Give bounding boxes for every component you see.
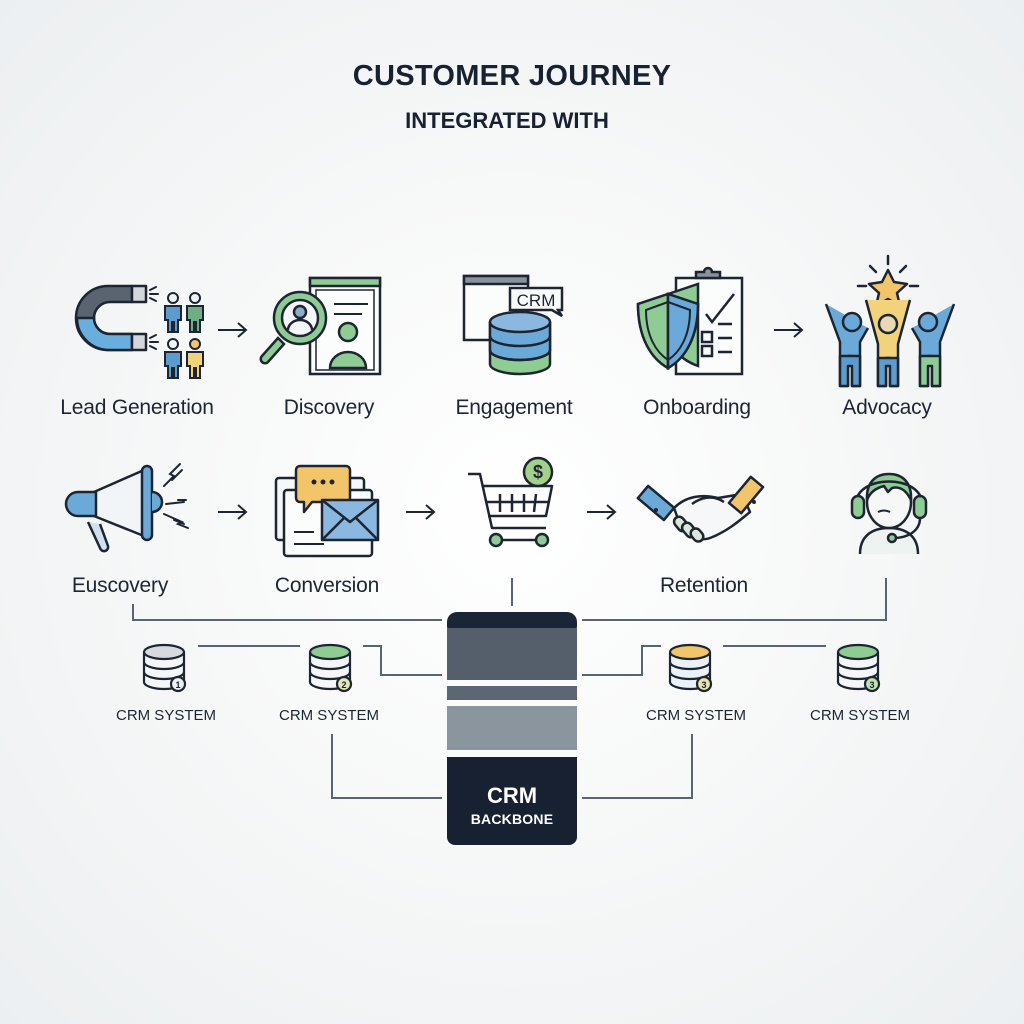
stage-label-advocacy: Advocacy	[842, 396, 932, 419]
crm-system-badge: 3	[701, 680, 706, 690]
backbone-layer	[447, 628, 577, 680]
crm-system-database-icon: 3	[668, 643, 713, 693]
shopping-cart-dollar-icon: $	[468, 456, 554, 548]
connector-line	[582, 619, 887, 621]
crm-system-badge: 2	[341, 680, 346, 690]
crm-system-label: CRM SYSTEM	[809, 707, 910, 724]
crm-system-badge: 1	[175, 680, 180, 690]
arrow-right-icon	[774, 322, 804, 338]
connector-line	[885, 578, 887, 620]
backbone-base: CRM BACKBONE	[447, 757, 577, 845]
backbone-layer	[447, 686, 577, 700]
stage-label-retention: Retention	[659, 574, 749, 597]
arrow-right-icon	[587, 504, 617, 520]
stage-label-lead-generation: Lead Generation	[60, 396, 214, 419]
crm-system-label: CRM SYSTEM	[645, 707, 746, 724]
connector-line	[511, 578, 513, 606]
stage-label-conversion: Conversion	[274, 574, 380, 597]
diagram-title: CUSTOMER JOURNEY	[352, 60, 672, 92]
connector-line	[363, 645, 381, 647]
magnifier-profile-icon	[259, 276, 382, 376]
magnet-people-icon	[74, 284, 204, 379]
stage-label-engagement: Engagement	[455, 396, 573, 419]
crm-system-database-icon: 3	[836, 643, 881, 693]
backbone-layer	[447, 706, 577, 750]
connector-line	[198, 645, 300, 647]
connector-line	[380, 645, 382, 676]
connector-line	[132, 619, 442, 621]
backbone-subtitle: BACKBONE	[470, 811, 554, 827]
crm-backbone-server: CRM BACKBONE	[447, 612, 577, 845]
crm-system-label: CRM SYSTEM	[115, 707, 216, 724]
crm-database-icon: CRM	[462, 274, 564, 376]
arrow-right-icon	[218, 322, 248, 338]
diagram-subtitle: INTEGRATED WITH	[405, 108, 609, 133]
megaphone-icon	[64, 463, 189, 553]
connector-line	[582, 674, 642, 676]
connector-line	[380, 674, 442, 676]
crm-system-database-icon: 1	[142, 643, 187, 693]
arrow-right-icon	[406, 504, 436, 520]
handshake-icon	[636, 475, 765, 543]
backbone-title: CRM	[486, 783, 538, 808]
connector-line	[331, 797, 442, 799]
crm-system-badge: 3	[869, 680, 874, 690]
connector-line	[641, 645, 643, 676]
connector-line	[691, 734, 693, 799]
connector-line	[331, 734, 333, 799]
stage-label-euscovery: Euscovery	[71, 574, 169, 597]
connector-line	[132, 604, 134, 620]
connector-line	[582, 797, 693, 799]
dollar-badge-text: $	[533, 462, 543, 482]
chat-email-icon	[274, 464, 380, 558]
backbone-cap	[447, 612, 577, 632]
crm-system-label: CRM SYSTEM	[278, 707, 379, 724]
support-agent-headset-icon	[850, 472, 928, 555]
arrow-right-icon	[218, 504, 248, 520]
cheering-group-star-icon	[824, 254, 956, 388]
shield-checklist-icon	[636, 266, 744, 376]
stage-label-onboarding: Onboarding	[643, 396, 751, 419]
connector-line	[641, 645, 661, 647]
crm-badge-text: CRM	[517, 291, 556, 310]
connector-line	[723, 645, 826, 647]
crm-system-database-icon: 2	[308, 643, 353, 693]
stage-label-discovery: Discovery	[283, 396, 375, 419]
